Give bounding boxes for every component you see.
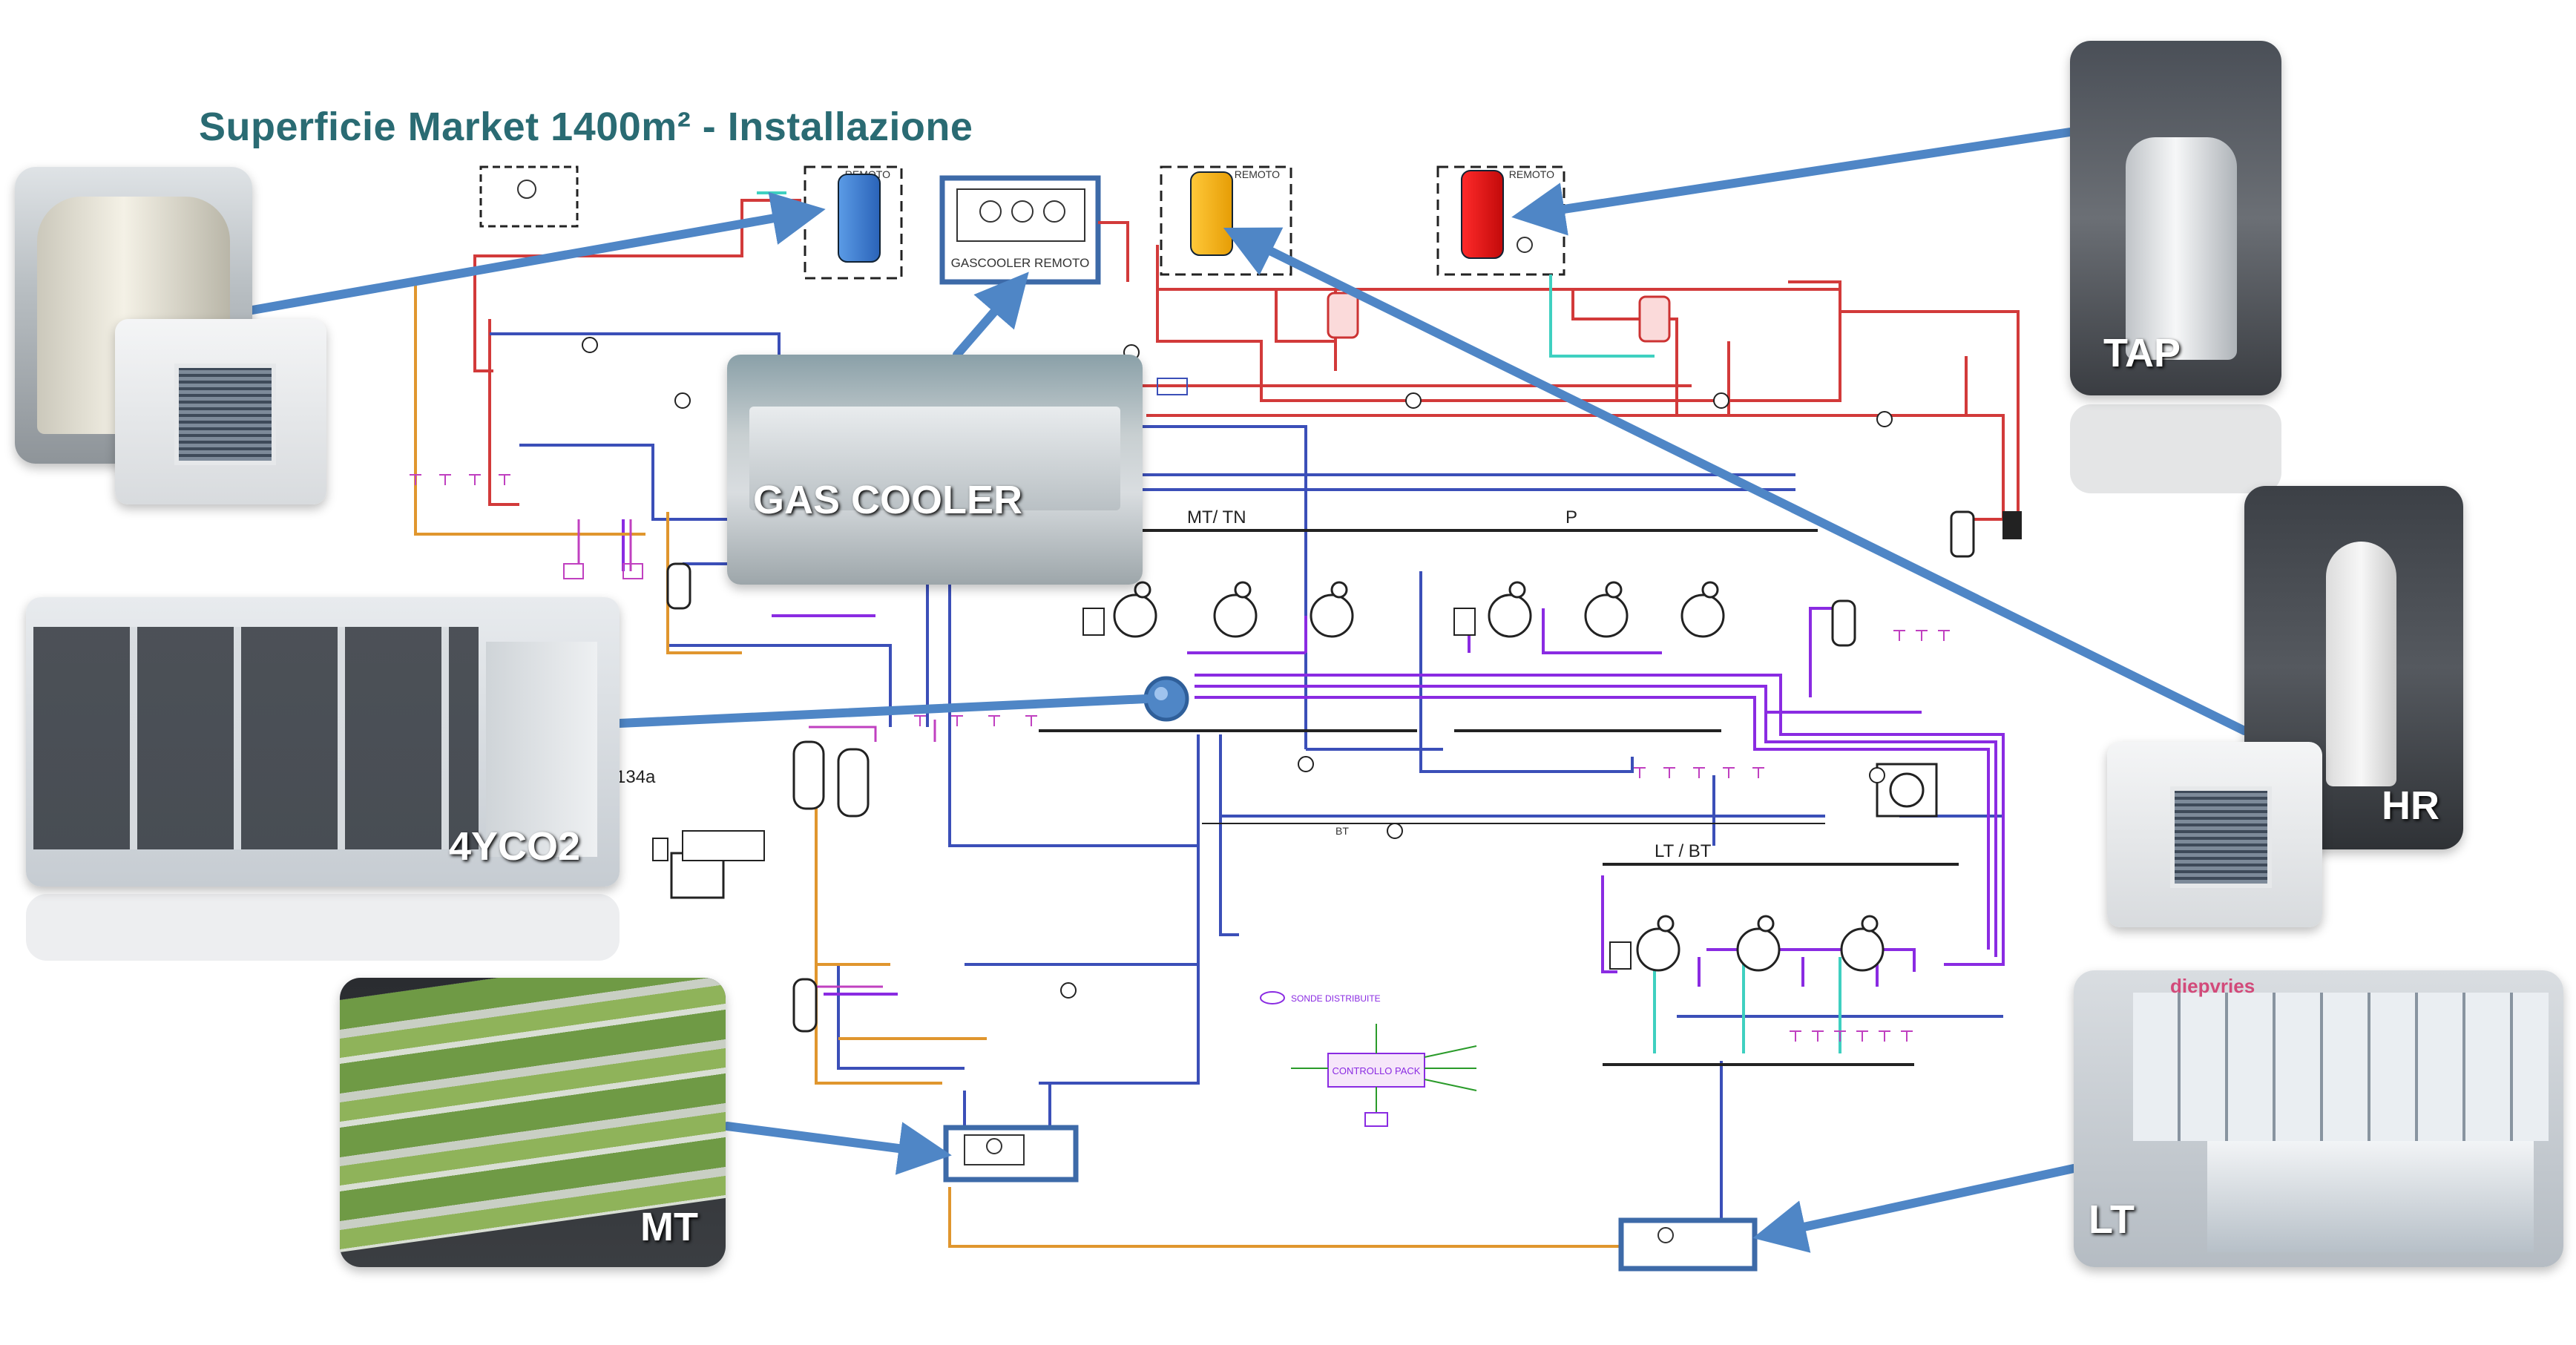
collector-bars <box>1039 529 1959 1066</box>
piping-red <box>473 199 2020 521</box>
photo-label-hr: HR <box>2382 783 2439 828</box>
label-p: P <box>1565 507 1577 527</box>
page-title: Superficie Market 1400m² - Installazione <box>199 105 973 149</box>
water-tank-warm-icon <box>1190 171 1233 256</box>
photo-lt-freezer: diepvries LT <box>2074 970 2563 1267</box>
svg-text:CONTROLLO PACK: CONTROLLO PACK <box>1333 1065 1421 1076</box>
water-tank-hot-icon <box>1461 170 1504 259</box>
svg-text:REMOTO: REMOTO <box>1235 168 1280 180</box>
label-lt-bt: LT / BT <box>1655 841 1712 861</box>
heat-exchangers <box>666 292 1975 1033</box>
photo-cassette-unit-left <box>115 319 326 504</box>
sensor-tees <box>410 474 1950 1042</box>
diepvries-sign: diepvries <box>2170 975 2255 997</box>
co2-rack-door <box>486 642 597 857</box>
piping-magenta <box>577 519 936 988</box>
controller-block: CONTROLLO PACK SONDE DISTRIBUITE <box>1260 991 1477 1127</box>
small-box-top-left <box>479 165 579 228</box>
photo-co2-rack: 4YCO2 <box>26 597 620 887</box>
mt-compressors <box>1113 581 1725 638</box>
photo-gas-cooler: GAS COOLER <box>727 355 1143 585</box>
remote-box-yellow-tank: REMOTO <box>1160 165 1292 276</box>
photo-label-gas-cooler: GAS COOLER <box>753 478 1023 522</box>
svg-text:SONDE DISTRIBUITE: SONDE DISTRIBUITE <box>1291 993 1381 1004</box>
photo-label-tap: TAP <box>2103 331 2181 375</box>
evaporator-lt-box <box>1618 1217 1758 1272</box>
lt-compressors <box>1636 915 1885 972</box>
label-r134a: 134a <box>616 767 656 787</box>
piping-orange <box>414 282 1625 1248</box>
piping-blue <box>490 332 2003 1263</box>
water-tank-cold-icon <box>838 174 881 263</box>
photo-label-co2: 4YCO2 <box>449 824 581 869</box>
svg-text:GASCOOLER REMOTO: GASCOOLER REMOTO <box>951 256 1090 270</box>
cassette-grille-icon <box>174 364 276 465</box>
receiver-globe <box>1143 676 1189 722</box>
gas-cooler-unit-shape <box>749 407 1120 510</box>
photo-tap-boiler: TAP <box>2070 41 2281 395</box>
svg-text:REMOTO: REMOTO <box>1509 168 1554 180</box>
remote-box-red-tank: REMOTO <box>1436 165 1565 276</box>
callout-arrows <box>248 128 2249 1253</box>
tap-boiler-body <box>2126 137 2237 360</box>
label-bt: BT <box>1335 825 1349 837</box>
label-mt-tn: MT/ TN <box>1187 507 1246 527</box>
photo-label-lt: LT <box>2089 1197 2135 1242</box>
lt-freezer-doors <box>2133 993 2549 1141</box>
photo-label-mt: MT <box>640 1205 698 1249</box>
piping-purple <box>622 519 2005 996</box>
hr-unit-body <box>2326 542 2396 786</box>
lt-chest-freezer <box>2207 1141 2534 1252</box>
evaporator-mt-box <box>943 1125 1079 1183</box>
cassette-grille-icon <box>2170 786 2272 888</box>
photo-mt-display-case: MT <box>340 978 726 1267</box>
gas-cooler-remote-box: GASCOOLER REMOTO <box>939 175 1101 285</box>
co2-rack-cabinet <box>33 627 479 849</box>
photo-cassette-unit-right <box>2107 742 2322 927</box>
remote-box-blue-tank: REMOTO <box>804 165 903 280</box>
